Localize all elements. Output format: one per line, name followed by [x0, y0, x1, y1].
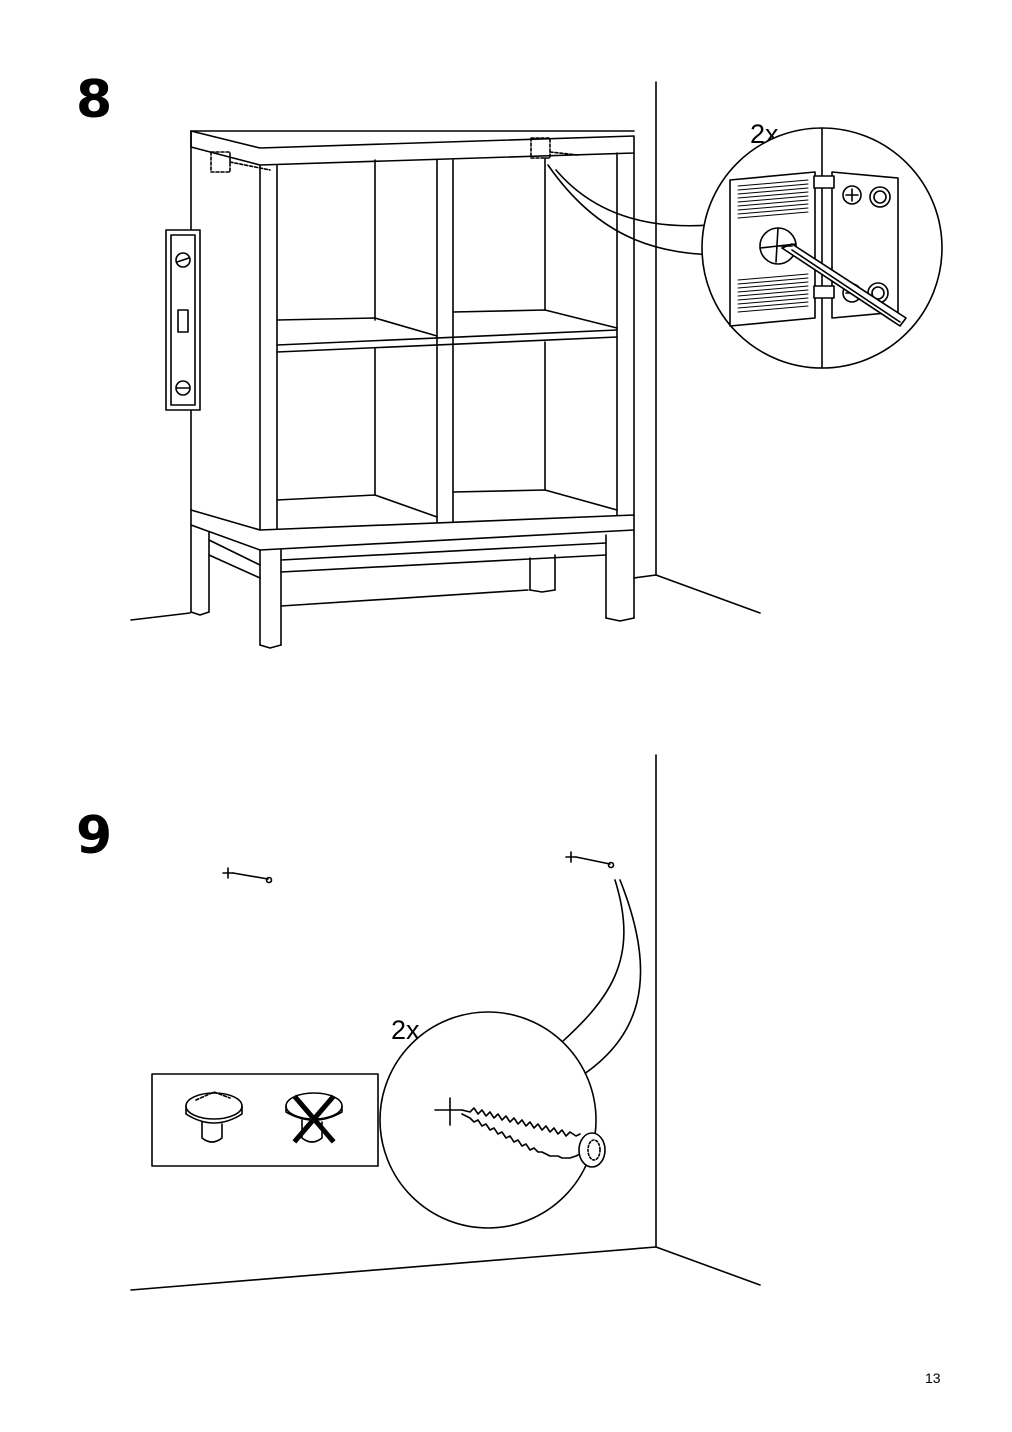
shelf-unit: [191, 131, 634, 648]
correct-screw-head-icon: [186, 1092, 242, 1142]
step-9-quantity-label: 2x: [391, 1015, 420, 1045]
screw-mark-right: [566, 852, 614, 868]
bracket-detail-callout: [702, 128, 942, 368]
pencil-icon: [780, 244, 906, 326]
spirit-level-icon: [166, 230, 200, 410]
step-9-number: 9: [76, 806, 113, 866]
screw-icon: [462, 1108, 605, 1167]
step-8-number: 8: [76, 70, 113, 130]
screw-head-comparison-box: [152, 1074, 378, 1166]
wall-corner-step9: [131, 755, 760, 1290]
screw-detail-callout: [380, 1012, 596, 1228]
screw-mark-left: [223, 868, 272, 883]
cross-mark-icon: [296, 1098, 332, 1140]
page-number: 13: [925, 1370, 941, 1386]
wall-corner-step8: [131, 82, 760, 620]
